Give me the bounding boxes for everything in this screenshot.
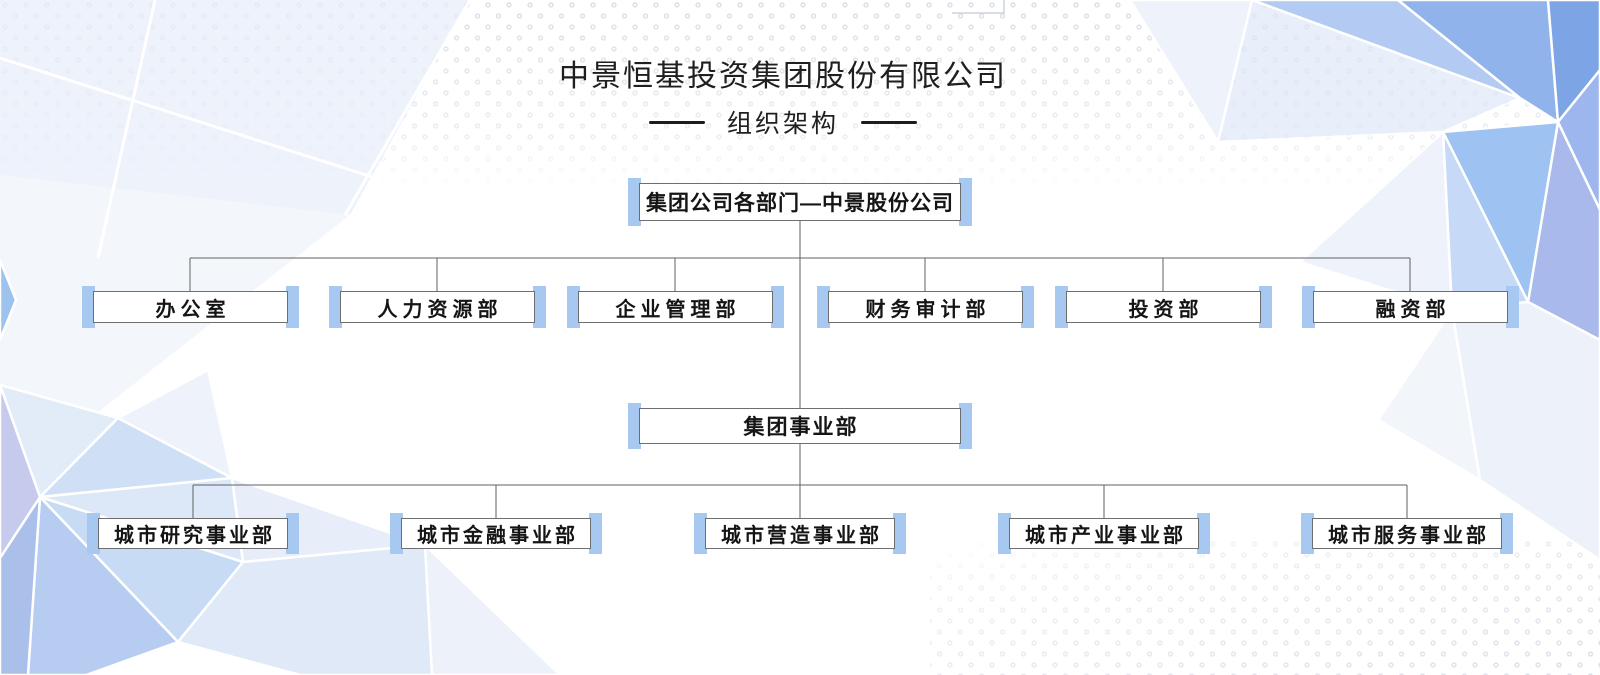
org-node-frame: 城市产业事业部 xyxy=(1009,518,1199,549)
subtitle-row: 组织架构 xyxy=(0,104,1566,140)
accent-bar-left xyxy=(817,286,830,328)
org-node-urban-research: 城市研究事业部 xyxy=(87,513,299,554)
org-node-frame: 投资部 xyxy=(1066,291,1261,323)
accent-bar-right xyxy=(1197,513,1210,554)
org-node-frame: 城市营造事业部 xyxy=(705,518,895,549)
accent-bar-right xyxy=(1506,286,1519,328)
accent-bar-right xyxy=(1259,286,1272,328)
org-node-label: 城市研究事业部 xyxy=(114,525,275,547)
org-node-frame: 城市服务事业部 xyxy=(1312,518,1502,549)
accent-bar-left xyxy=(628,403,641,449)
org-node-investment: 投资部 xyxy=(1055,286,1272,328)
header: 中景恒基投资集团股份有限公司 组织架构 xyxy=(0,56,1566,140)
accent-bar-right xyxy=(959,403,972,449)
org-node-label: 融资部 xyxy=(1375,298,1451,321)
org-node-frame: 财务审计部 xyxy=(828,291,1023,323)
org-node-office: 办公室 xyxy=(82,286,299,328)
org-node-root: 集团公司各部门—中景股份公司 xyxy=(628,178,972,226)
org-node-frame: 人力资源部 xyxy=(340,291,535,323)
accent-bar-left xyxy=(82,286,95,328)
accent-bar-left xyxy=(998,513,1011,554)
accent-bar-left xyxy=(628,178,641,226)
org-node-frame: 融资部 xyxy=(1313,291,1508,323)
org-node-frame: 集团事业部 xyxy=(639,408,961,444)
accent-bar-right xyxy=(771,286,784,328)
org-node-urban-industry: 城市产业事业部 xyxy=(998,513,1210,554)
accent-bar-left xyxy=(694,513,707,554)
org-node-frame: 城市金融事业部 xyxy=(401,518,591,549)
accent-bar-right xyxy=(1500,513,1513,554)
subtitle-rule-left xyxy=(648,120,705,124)
accent-bar-right xyxy=(286,286,299,328)
org-node-frame: 集团公司各部门—中景股份公司 xyxy=(639,183,961,221)
org-node-label: 集团事业部 xyxy=(743,416,859,439)
org-node-frame: 企业管理部 xyxy=(578,291,773,323)
org-node-urban-finance: 城市金融事业部 xyxy=(390,513,602,554)
page-subtitle: 组织架构 xyxy=(726,110,839,138)
org-node-label: 城市产业事业部 xyxy=(1025,525,1186,547)
org-node-label: 办公室 xyxy=(155,298,231,321)
accent-bar-left xyxy=(329,286,342,328)
accent-bar-left xyxy=(1055,286,1068,328)
accent-bar-left xyxy=(390,513,403,554)
org-node-label: 集团公司各部门—中景股份公司 xyxy=(646,192,954,215)
accent-bar-left xyxy=(1302,286,1315,328)
org-node-group-division: 集团事业部 xyxy=(628,403,972,449)
org-node-label: 投资部 xyxy=(1128,298,1204,321)
org-node-hr: 人力资源部 xyxy=(329,286,546,328)
accent-bar-left xyxy=(1301,513,1314,554)
org-node-urban-construction: 城市营造事业部 xyxy=(694,513,906,554)
org-node-frame: 城市研究事业部 xyxy=(98,518,288,549)
org-node-financing: 融资部 xyxy=(1302,286,1519,328)
accent-bar-right xyxy=(533,286,546,328)
org-node-label: 企业管理部 xyxy=(615,298,741,321)
org-node-label: 城市金融事业部 xyxy=(417,525,578,547)
accent-bar-left xyxy=(87,513,100,554)
subtitle-rule-right xyxy=(861,120,917,124)
page-title: 中景恒基投资集团股份有限公司 xyxy=(559,60,1007,93)
org-node-enterprise-mgmt: 企业管理部 xyxy=(567,286,784,328)
org-node-label: 城市营造事业部 xyxy=(721,525,882,547)
accent-bar-right xyxy=(286,513,299,554)
accent-bar-right xyxy=(893,513,906,554)
org-node-frame: 办公室 xyxy=(93,291,288,323)
accent-bar-right xyxy=(959,178,972,226)
org-node-finance-audit: 财务审计部 xyxy=(817,286,1034,328)
accent-bar-right xyxy=(589,513,602,554)
org-node-label: 城市服务事业部 xyxy=(1328,525,1489,547)
org-node-label: 财务审计部 xyxy=(865,298,991,321)
accent-bar-right xyxy=(1021,286,1034,328)
accent-bar-left xyxy=(567,286,580,328)
org-node-urban-service: 城市服务事业部 xyxy=(1301,513,1513,554)
org-node-label: 人力资源部 xyxy=(377,298,503,321)
